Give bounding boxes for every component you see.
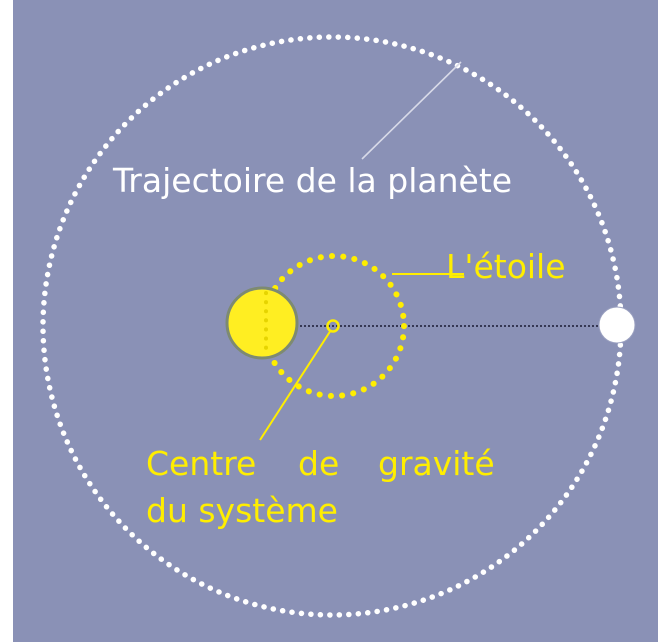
star-orbit — [261, 253, 407, 399]
barycenter-label-word-1: Centre — [146, 444, 256, 483]
planet-orbit-leader — [361, 61, 462, 160]
planet-orbit-label: Trajectoire de la planète — [112, 161, 512, 200]
barycenter-label-line-2: du système — [146, 491, 338, 530]
barycenter-label-word-2: de — [298, 444, 339, 483]
planet — [598, 306, 636, 344]
star — [225, 286, 299, 360]
barycenter-label-word-3: gravité — [378, 444, 495, 483]
star-label: L'étoile — [446, 247, 566, 286]
barycenter-leader — [259, 329, 332, 441]
barycenter-marker — [326, 319, 340, 333]
